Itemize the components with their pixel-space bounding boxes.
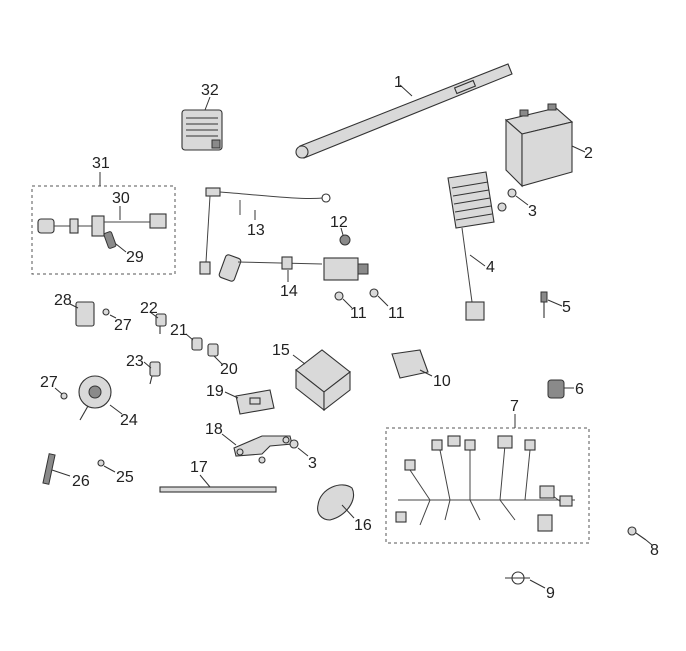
callout-14: 14 [280, 283, 298, 300]
part-19-plate [235, 389, 275, 415]
callout-9: 9 [546, 585, 555, 602]
callout-22: 22 [140, 300, 158, 317]
callout-11b: 11 [388, 305, 405, 322]
part-30-socket [37, 213, 167, 237]
callout-6: 6 [575, 381, 584, 398]
part-31-frame [31, 185, 176, 275]
callout-2: 2 [584, 145, 593, 162]
callout-23: 23 [126, 353, 144, 370]
callout-27a: 27 [40, 374, 58, 391]
part-15-cdi-box [295, 349, 351, 412]
callout-18: 18 [205, 421, 223, 438]
part-2-battery [504, 103, 574, 188]
part-18-bracket [233, 435, 293, 464]
callout-3: 3 [528, 203, 537, 220]
part-16-boot [317, 484, 354, 521]
part-26-strip [42, 453, 56, 485]
part-3-bolts [497, 188, 517, 212]
part-9-clamp [505, 571, 530, 585]
part-4-regulator [447, 171, 495, 321]
callout-30: 30 [112, 190, 130, 207]
callout-21: 21 [170, 322, 188, 339]
part-3-lower-bolt [289, 439, 299, 449]
part-28-switch [75, 301, 95, 327]
part-21-connector [191, 337, 203, 351]
callout-24: 24 [120, 412, 138, 429]
part-29-bulb [103, 231, 117, 249]
callout-19: 19 [206, 383, 224, 400]
callout-31: 31 [92, 155, 110, 172]
callout-10: 10 [433, 373, 451, 390]
callout-7: 7 [510, 398, 519, 415]
callout-20: 20 [220, 361, 238, 378]
part-8-screw [627, 526, 647, 541]
part-20-connector [207, 343, 219, 357]
part-6-relay [547, 379, 565, 399]
part-25-screw [97, 459, 105, 467]
part-10-relay [391, 349, 429, 379]
part-24-horn [78, 375, 112, 421]
callout-27b: 27 [114, 317, 132, 334]
callout-5: 5 [562, 299, 571, 316]
callout-26: 26 [72, 473, 90, 490]
callout-15: 15 [272, 342, 290, 359]
callout-12: 12 [330, 214, 348, 231]
callout-4: 4 [486, 259, 495, 276]
part-32-module [181, 109, 223, 151]
callout-25: 25 [116, 469, 134, 486]
part-7-main-harness [395, 435, 575, 532]
callout-32: 32 [201, 82, 219, 99]
callout-13: 13 [247, 222, 265, 239]
part-23-connector [149, 361, 161, 385]
part-7-harness-frame [385, 427, 590, 544]
part-22-connector [155, 313, 167, 334]
part-14-ignition-coil [218, 254, 369, 282]
callout-28: 28 [54, 292, 72, 309]
part-27-bolts [60, 308, 110, 400]
callout-16: 16 [354, 517, 372, 534]
callout-1: 1 [394, 74, 403, 91]
part-13-lead-wire [199, 187, 331, 275]
part-11-nuts [334, 288, 379, 301]
callout-17: 17 [190, 459, 208, 476]
part-1-harness-sleeve [295, 63, 513, 159]
part-12-grommet [339, 234, 351, 246]
part-5-fuse [540, 291, 548, 318]
part-17-rod [159, 486, 277, 493]
callout-3b: 3 [308, 455, 317, 472]
callout-29: 29 [126, 249, 144, 266]
callout-11a: 11 [350, 305, 367, 322]
callout-labels: 1 2 3 3 4 5 6 7 8 9 10 11 11 12 13 14 15… [40, 74, 659, 602]
callout-8: 8 [650, 542, 659, 559]
